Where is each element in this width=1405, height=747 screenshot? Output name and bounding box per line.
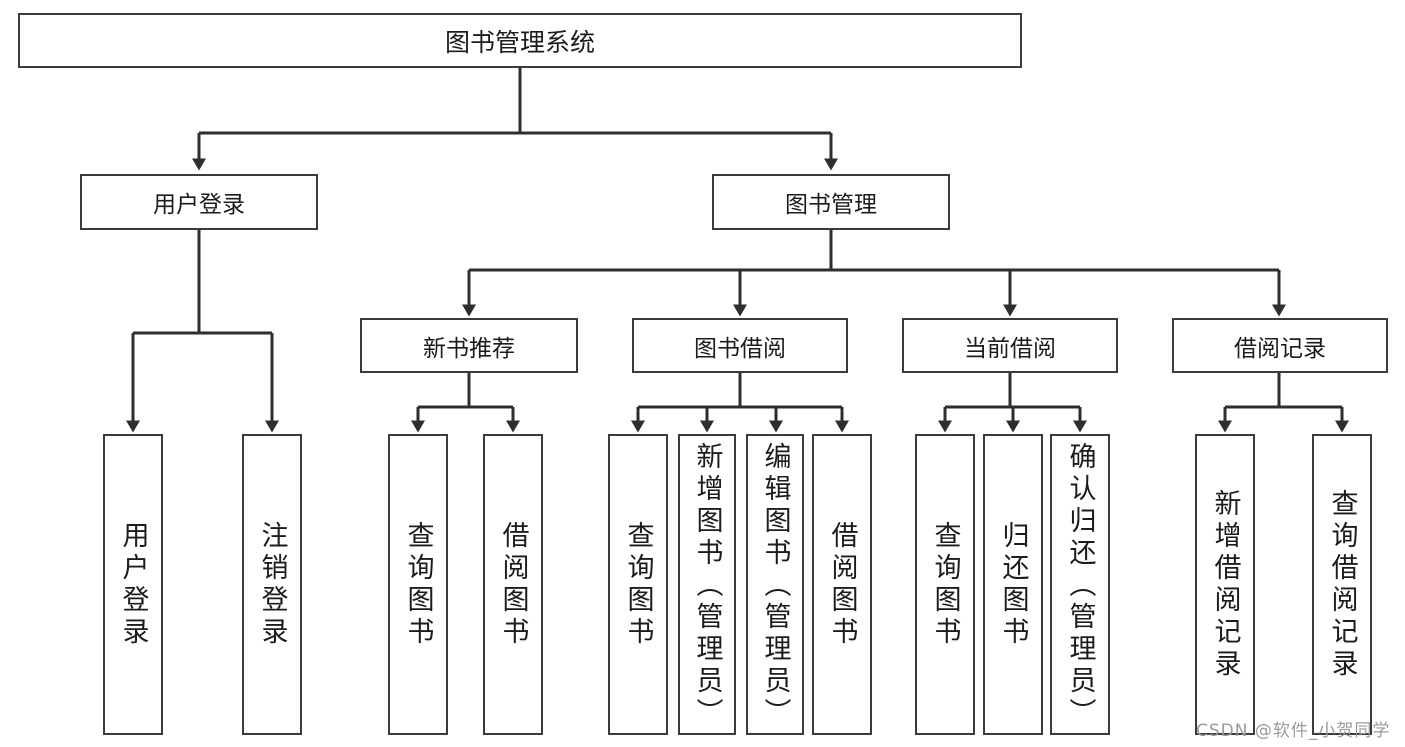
node-leaf-add-record-label: 新增借阅记录 [1209,488,1241,681]
node-current-borrow-label: 当前借阅 [964,335,1056,362]
node-leaf-user-login-label: 用户登录 [117,520,149,649]
node-book-manage[interactable]: 图书管理 [712,174,950,230]
node-book-borrow[interactable]: 图书借阅 [632,318,848,373]
node-leaf-user-login[interactable]: 用户登录 [103,434,163,735]
node-root[interactable]: 图书管理系统 [18,13,1022,68]
node-leaf-borrow-book-2[interactable]: 借阅图书 [812,434,872,735]
node-new-book-recommend-label: 新书推荐 [423,335,515,362]
node-leaf-borrow-book-1[interactable]: 借阅图书 [483,434,543,735]
csdn-watermark: CSDN @软件_小贺同学 [1196,721,1391,741]
node-leaf-query-book-2-label: 查询图书 [622,520,654,649]
node-leaf-edit-book[interactable]: 编辑图书（管理员） [746,434,804,735]
node-leaf-confirm-return-label: 确认归还（管理员） [1064,442,1096,730]
node-borrow-record[interactable]: 借阅记录 [1172,318,1388,373]
node-leaf-query-book-3-label: 查询图书 [929,520,961,649]
node-current-borrow[interactable]: 当前借阅 [902,318,1118,373]
node-book-borrow-label: 图书借阅 [694,335,786,362]
node-leaf-query-record[interactable]: 查询借阅记录 [1312,434,1372,735]
node-leaf-confirm-return[interactable]: 确认归还（管理员） [1050,434,1110,735]
node-leaf-add-record[interactable]: 新增借阅记录 [1195,434,1255,735]
node-book-manage-label: 图书管理 [785,192,877,218]
node-leaf-add-book-label: 新增图书（管理员） [691,442,723,730]
node-leaf-query-book-1-label: 查询图书 [402,520,434,649]
node-leaf-query-book-3[interactable]: 查询图书 [915,434,975,735]
node-leaf-add-book[interactable]: 新增图书（管理员） [678,434,736,735]
node-leaf-return-book-label: 归还图书 [997,520,1029,649]
node-leaf-logout-login[interactable]: 注销登录 [242,434,302,735]
node-leaf-return-book[interactable]: 归还图书 [983,434,1043,735]
node-leaf-logout-login-label: 注销登录 [256,520,288,649]
node-leaf-query-record-label: 查询借阅记录 [1326,488,1358,681]
node-user-login-label: 用户登录 [153,192,245,218]
node-leaf-query-book-1[interactable]: 查询图书 [388,434,448,735]
node-leaf-borrow-book-1-label: 借阅图书 [497,520,529,649]
node-root-label: 图书管理系统 [444,27,595,57]
node-user-login[interactable]: 用户登录 [80,174,318,230]
node-leaf-query-book-2[interactable]: 查询图书 [608,434,668,735]
node-borrow-record-label: 借阅记录 [1234,335,1326,362]
node-leaf-borrow-book-2-label: 借阅图书 [826,520,858,649]
node-leaf-edit-book-label: 编辑图书（管理员） [759,442,791,730]
node-new-book-recommend[interactable]: 新书推荐 [360,318,578,373]
